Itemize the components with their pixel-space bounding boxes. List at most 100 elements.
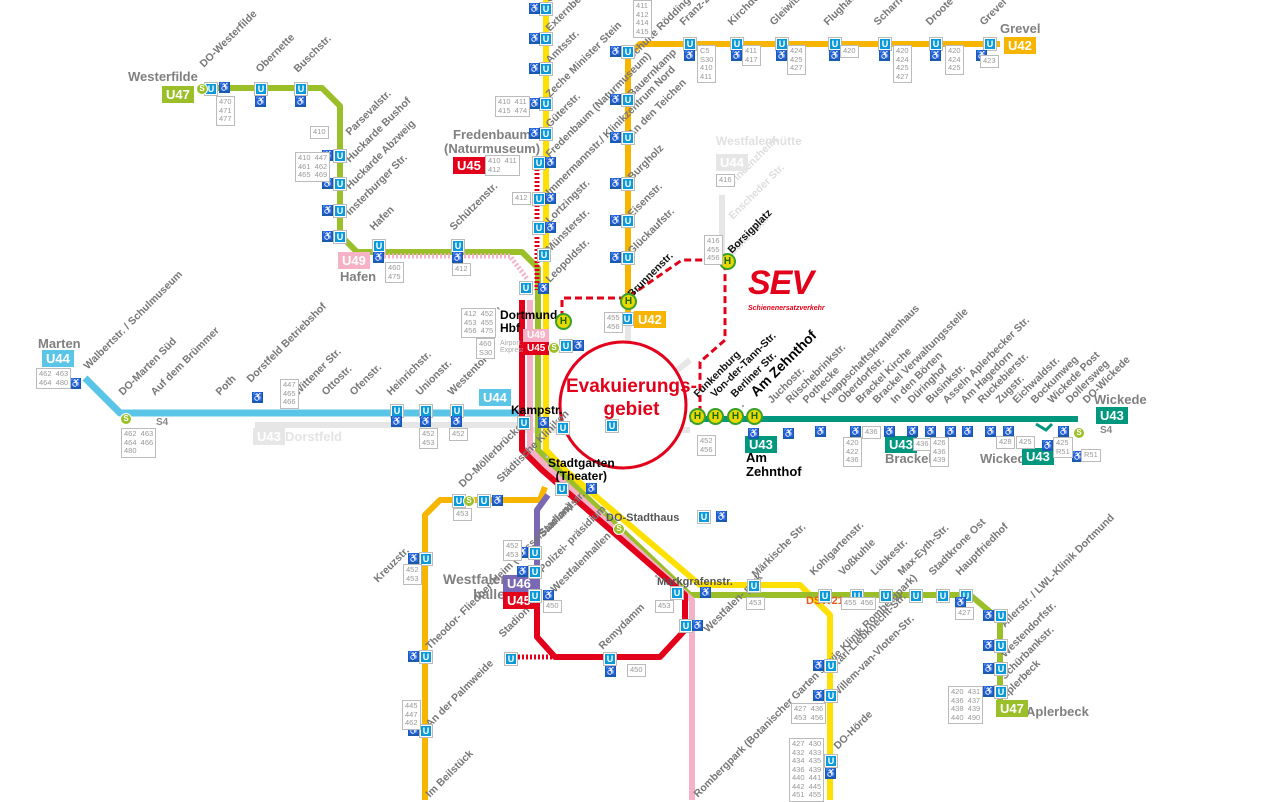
wheelchair-icon: ♿ [452,252,464,263]
terminus-wickede-end: Wickede [1094,392,1147,407]
u-bahn-icon: U [504,652,518,666]
bus-lines-box: 436 [862,426,881,439]
line-badge: U44 [42,350,74,367]
u-bahn-icon: U [539,97,553,111]
wheelchair-icon: ♿ [322,178,334,189]
s-bahn-icon: S [463,495,475,507]
u-bahn-icon: U [419,650,433,664]
bus-lines-box: 410 411 412 [485,155,520,176]
wheelchair-icon: ♿ [783,428,795,439]
line-badge: U44 [479,389,511,406]
wheelchair-icon: ♿ [731,50,743,61]
sev-stop-icon: H [707,408,724,425]
wheelchair-icon: ♿ [538,283,550,294]
wheelchair-icon: ♿ [930,50,942,61]
sev-stop-icon: H [689,408,706,425]
u-bahn-icon: U [555,482,569,496]
wheelchair-icon: ♿ [492,495,504,506]
bus-lines-box: 460 475 [385,262,404,283]
s-bahn-icon: S [1073,427,1085,439]
wheelchair-icon: ♿ [255,96,267,107]
wheelchair-icon: ♿ [850,426,862,437]
evacuation-label: Evakuierungs- gebiet [566,376,697,420]
u-bahn-icon: U [994,609,1008,623]
line-u49 [527,300,695,800]
u-bahn-icon: U [818,589,832,603]
terminus-westfalenhuette: Westfalenhütte [716,134,802,148]
bus-lines-box: 455 456 [604,312,623,333]
hub-kampstr: Kampstr. [511,403,563,417]
terminus-fredenbaum: Fredenbaum (Naturmuseum) [444,127,541,156]
wheelchair-icon: ♿ [610,252,622,263]
line-badge: U49 [338,252,370,269]
u-bahn-icon: U [477,494,491,508]
u-bahn-icon: U [451,239,465,253]
bus-lines-box: 410 411 415 474 [495,96,531,117]
sev-stop-icon: H [746,408,763,425]
wheelchair-icon: ♿ [884,426,896,437]
wheelchair-icon: ♿ [322,231,334,242]
u-bahn-icon: U [333,177,347,191]
s-bahn-icon: S [613,523,625,535]
sev-stop-icon: H [555,313,572,330]
bus-lines-box: 452 453 [403,564,422,585]
s-bahn-icon: S [120,413,132,425]
wheelchair-icon: ♿ [776,50,788,61]
wheelchair-icon: ♿ [543,590,555,601]
bus-lines-box: 450 [627,664,646,677]
bus-lines-box: 453 [655,600,674,613]
sev-route [560,258,727,415]
bus-lines-box: 423 [980,55,999,68]
u-bahn-icon: U [621,177,635,191]
wheelchair-icon: ♿ [983,610,995,621]
wheelchair-icon: ♿ [545,222,557,233]
wheelchair-icon: ♿ [955,597,967,608]
wheelchair-icon: ♿ [610,215,622,226]
bus-lines-box: 452 453 [503,540,522,561]
bus-lines-box: 462 463 464 466 480 [121,428,157,458]
wheelchair-icon: ♿ [610,178,622,189]
u-bahn-icon: U [621,131,635,145]
s4-label-marten: S4 [156,417,169,428]
u-bahn-icon: U [878,37,892,51]
u-bahn-icon: U [539,2,553,16]
u-bahn-icon: U [519,281,533,295]
terminus-grevel: Grevel [1000,21,1041,36]
bus-lines-box: 424 425 427 [787,45,806,75]
wheelchair-icon: ♿ [451,416,463,427]
u-bahn-icon: U [621,251,635,265]
wheelchair-icon: ♿ [373,252,385,263]
wheelchair-icon: ♿ [692,620,704,631]
u-bahn-icon: U [532,156,546,170]
u-bahn-icon: U [994,662,1008,676]
line-u42-south [422,485,548,800]
u-bahn-icon: U [936,589,950,603]
bus-lines-box: 436 [913,438,932,451]
line-badge: U45 [503,592,535,609]
s-bahn-icon: S [548,342,560,354]
s4-label: S4 [1100,425,1113,436]
bus-lines-box: 445 447 462 [402,700,421,730]
wheelchair-icon: ♿ [1003,426,1015,437]
terminus-aplerbeck: Aplerbeck [1026,704,1089,719]
wheelchair-icon: ♿ [517,547,529,558]
u-bahn-icon: U [528,565,542,579]
u-bahn-icon: U [556,421,570,435]
u-bahn-icon: U [372,239,386,253]
u-bahn-icon: U [333,230,347,244]
terminus-hafen: Hafen [340,269,377,284]
sev-stop-icon: H [727,408,744,425]
u-bahn-icon: U [683,37,697,51]
bus-lines-box: 420 424 425 427 [893,45,912,83]
wheelchair-icon: ♿ [748,428,760,439]
terminus-marten: Marten [38,336,81,351]
wheelchair-icon: ♿ [813,660,825,671]
bus-lines-box: 425 [1016,436,1035,449]
bus-lines-box: C5 S30 410 411 [697,45,717,83]
bus-lines-box: 420 431 436 437 438 439 440 490 [948,686,984,724]
terminus-wickede: Wickede [980,451,1033,466]
u-bahn-icon: U [517,416,531,430]
line-badge: U42 [634,311,666,328]
bus-lines-box: 447 465 466 [280,379,299,409]
bus-lines-box: 453 [746,597,765,610]
